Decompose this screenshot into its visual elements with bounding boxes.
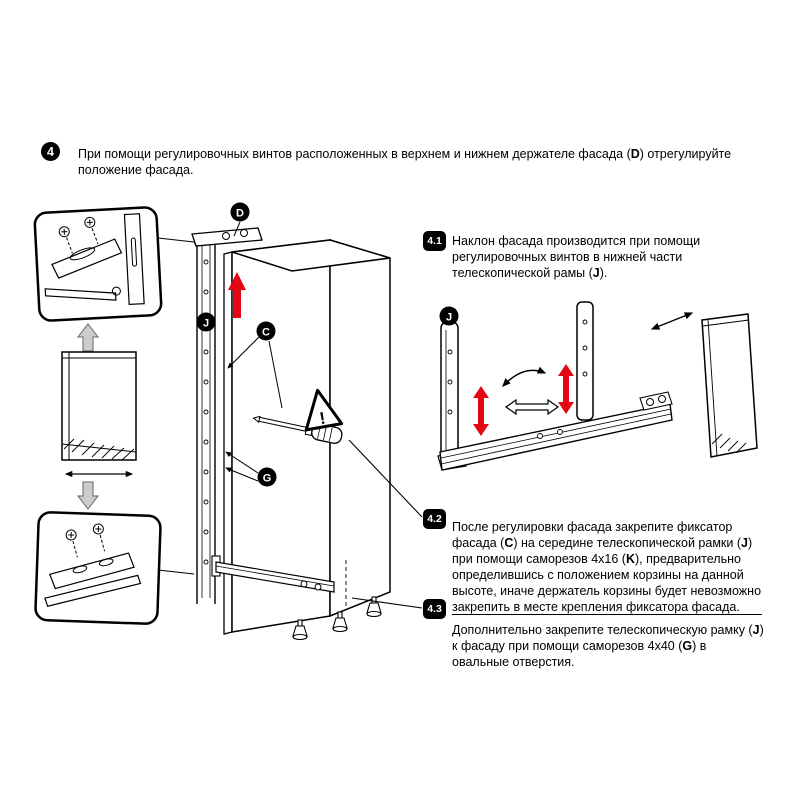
leader-line-43 xyxy=(351,597,423,609)
screw-icon xyxy=(58,226,73,254)
tilt-red-arrow-left-icon xyxy=(473,386,489,436)
svg-text:J: J xyxy=(446,312,452,324)
rail-assembly-drawing xyxy=(437,301,673,471)
top-fascia-bracket-drawing xyxy=(191,227,263,247)
screw-icon xyxy=(84,216,99,245)
step-4-badge: 4 xyxy=(41,142,60,161)
tilt-curve-arrow-icon xyxy=(502,366,547,387)
tilt-red-arrow-right-icon xyxy=(558,364,574,414)
screw-icon xyxy=(65,529,78,558)
leveling-feet-drawing xyxy=(292,596,382,641)
cabinet-box-drawing xyxy=(223,238,391,635)
zoom-arrow-up-icon xyxy=(76,323,100,352)
screw-icon xyxy=(92,523,106,552)
step-43-badge: 4.3 xyxy=(423,599,446,619)
warning-triangle-icon: ! xyxy=(304,388,344,432)
diagonal-adjust-arrow-icon xyxy=(650,312,694,330)
callout-j-rail: J xyxy=(439,306,459,326)
svg-text:D: D xyxy=(236,208,244,220)
step-42-text: После регулировки фасада закрепите фикса… xyxy=(452,520,762,614)
section-divider xyxy=(452,614,762,615)
leader-line-d xyxy=(233,221,241,237)
svg-text:J: J xyxy=(203,318,209,330)
callout-d: D xyxy=(230,202,250,222)
detail-view-bottom xyxy=(34,511,162,625)
step-42-badge: 4.2 xyxy=(423,509,446,529)
leader-line-detail-top xyxy=(157,237,195,243)
leader-line-c2 xyxy=(268,340,283,409)
step-43-text: Дополнительно закрепите телескопическую … xyxy=(452,623,764,669)
horizontal-adjust-arrow-icon xyxy=(504,398,560,416)
fascia-side-panel-drawing xyxy=(701,313,758,458)
callout-j-frame: J xyxy=(196,312,216,332)
step-4-text: При помощи регулировочных винтов располо… xyxy=(78,147,732,177)
step-41-badge: 4.1 xyxy=(423,231,446,251)
zoom-arrow-down-icon xyxy=(76,481,100,510)
svg-text:C: C xyxy=(262,327,270,339)
leader-line-g1 xyxy=(225,451,259,474)
svg-text:!: ! xyxy=(318,409,327,429)
leader-line-g2 xyxy=(225,467,259,482)
leader-line-42 xyxy=(348,439,423,518)
telescopic-frame-drawing xyxy=(194,234,218,604)
svg-text:G: G xyxy=(263,473,272,485)
leader-line-c1 xyxy=(227,336,260,369)
detail-view-top xyxy=(33,206,163,322)
fascia-panel-drawing xyxy=(61,351,137,478)
leader-line-detail-bottom xyxy=(157,569,195,575)
red-up-arrow-icon xyxy=(228,272,246,318)
step-41-text: Наклон фасада производится при помощи ре… xyxy=(452,234,701,280)
bottom-rail-drawing xyxy=(211,555,335,593)
callout-g: G xyxy=(257,467,277,487)
callout-c: C xyxy=(256,321,276,341)
